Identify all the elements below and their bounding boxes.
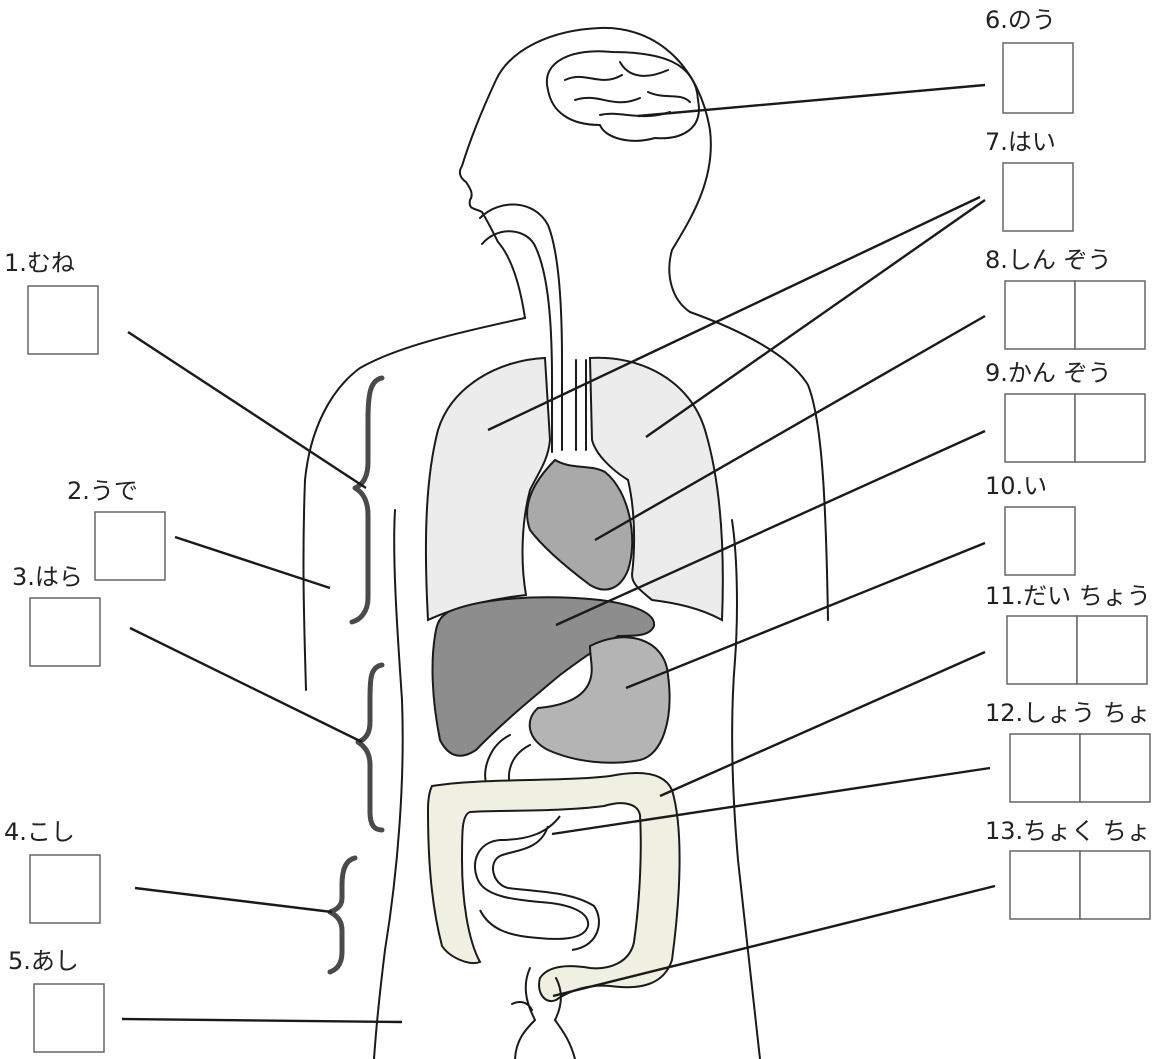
leader-belly [130,628,362,742]
leader-leg [122,1019,402,1022]
leader-large-intestine [660,652,985,796]
label-small-intestine: 12.しょう ちょう [985,699,1152,727]
label-brain: 6.のう [985,6,1056,34]
label-belly: 3.はら [12,563,83,591]
leader-hip [135,888,332,912]
answer-box-chest[interactable] [28,286,98,354]
label-heart: 8.しん ぞう [985,246,1112,274]
large-intestine-organ [428,773,680,1001]
left-lung-organ [426,358,550,620]
answer-box-large-intestine-2[interactable] [1077,616,1147,684]
label-chest: 1.むね [4,249,75,277]
answer-box-stomach[interactable] [1005,507,1075,575]
region-braces [330,378,382,972]
heart-organ [527,460,632,590]
label-leg: 5.あし [8,947,79,975]
answer-box-heart-1[interactable] [1005,281,1075,349]
leader-arm [175,537,330,588]
chest-brace [352,378,382,622]
leader-chest [128,332,366,488]
answer-box-liver-2[interactable] [1075,394,1145,462]
answer-box-leg[interactable] [34,984,104,1052]
leader-rectum [553,886,995,996]
left-labels: 1.むね 2.うで 3.はら 4.こし 5.あし [4,249,165,1052]
label-stomach: 10.い [985,472,1047,500]
label-liver: 9.かん ぞう [985,359,1112,387]
answer-box-arm[interactable] [95,512,165,580]
answer-box-rectum-2[interactable] [1080,851,1150,919]
answer-box-rectum-1[interactable] [1010,851,1080,919]
label-rectum: 13.ちょく ちょう [985,817,1152,845]
leader-lung-right [646,200,985,437]
label-hip: 4.こし [4,818,75,846]
hip-brace [330,858,355,972]
small-intestine-organ [475,816,599,950]
answer-box-small-intestine-1[interactable] [1010,734,1080,802]
leader-brain [638,85,985,116]
answer-box-hip[interactable] [30,855,100,923]
label-large-intestine: 11.だい ちょう [985,582,1151,610]
belly-brace [358,665,382,830]
head-and-neck-outline [460,28,711,318]
answer-box-lungs[interactable] [1003,163,1073,231]
answer-box-liver-1[interactable] [1005,394,1075,462]
esophagus-organ [576,360,586,450]
brain-organ [547,51,699,141]
right-labels: 6.のう 7.はい 8.しん ぞう 9.かん ぞう 10.い 11.だい ちょう… [985,6,1152,919]
inner-arm-right [732,520,760,1059]
answer-box-brain[interactable] [1003,43,1073,113]
answer-box-small-intestine-2[interactable] [1080,734,1150,802]
answer-box-belly[interactable] [30,598,100,666]
inner-arm-left [374,510,403,1059]
label-lungs: 7.はい [985,128,1056,156]
answer-box-heart-2[interactable] [1075,281,1145,349]
label-arm: 2.うで [67,477,138,505]
answer-box-large-intestine-1[interactable] [1007,616,1077,684]
